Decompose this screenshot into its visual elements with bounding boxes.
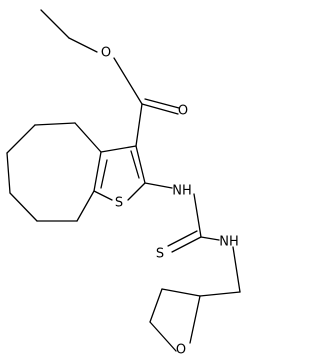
bond-cs-double-b xyxy=(167,230,198,247)
atom-o-ester: O xyxy=(101,46,111,61)
bond-c2-c3-double xyxy=(135,145,146,184)
bond-ring7-7 xyxy=(76,190,95,222)
bond-c2-nh xyxy=(144,182,173,189)
bond-ring7-3 xyxy=(6,124,36,154)
bond-c-nh-right xyxy=(200,236,220,241)
bond-carbonyl-double-a xyxy=(141,103,179,115)
bond-ch2-thf xyxy=(199,291,241,297)
atom-o-carbonyl: O xyxy=(178,104,188,119)
bond-ring7-4 xyxy=(6,152,11,194)
atom-s-thione: S xyxy=(156,247,164,262)
bond-o-ester-carbon xyxy=(113,57,143,105)
bond-c3-c3a xyxy=(100,145,137,153)
bond-thf-3 xyxy=(149,321,177,352)
bond-ring7-5 xyxy=(9,192,38,222)
bond-ethyl-ch2-o xyxy=(68,37,98,53)
atom-nh-right: NH xyxy=(219,235,239,250)
bond-ethyl-ch3 xyxy=(40,9,70,39)
bond-s-c2 xyxy=(127,182,146,201)
bond-thf-4 xyxy=(189,295,201,344)
atom-labels: O O S NH S NH O xyxy=(101,46,239,358)
bond-c3a-c8a-double xyxy=(93,151,102,192)
bond-c8a-s xyxy=(93,190,113,201)
atom-s-thiophene: S xyxy=(115,196,123,211)
molecule-structure-diagram: O O S NH S NH O xyxy=(6,9,241,358)
bond-ring7-2 xyxy=(34,122,76,126)
bond-c3a-c8a-double-inner xyxy=(100,159,108,189)
bonds xyxy=(6,9,241,352)
bond-thf-1 xyxy=(161,288,201,297)
bond-nh-c-thiourea xyxy=(193,193,202,238)
bond-thf-2 xyxy=(149,288,163,323)
atom-nh-left: NH xyxy=(172,184,192,199)
bond-nh-ch2 xyxy=(232,246,241,293)
bond-ring7-1 xyxy=(74,122,102,153)
bond-cs-double-a xyxy=(171,236,202,253)
atom-o-ring: O xyxy=(176,343,186,358)
bond-carbonyl-double-b xyxy=(144,98,180,109)
bond-ester-to-ring xyxy=(135,103,143,147)
bond-c2-c3-double-inner xyxy=(130,150,140,179)
